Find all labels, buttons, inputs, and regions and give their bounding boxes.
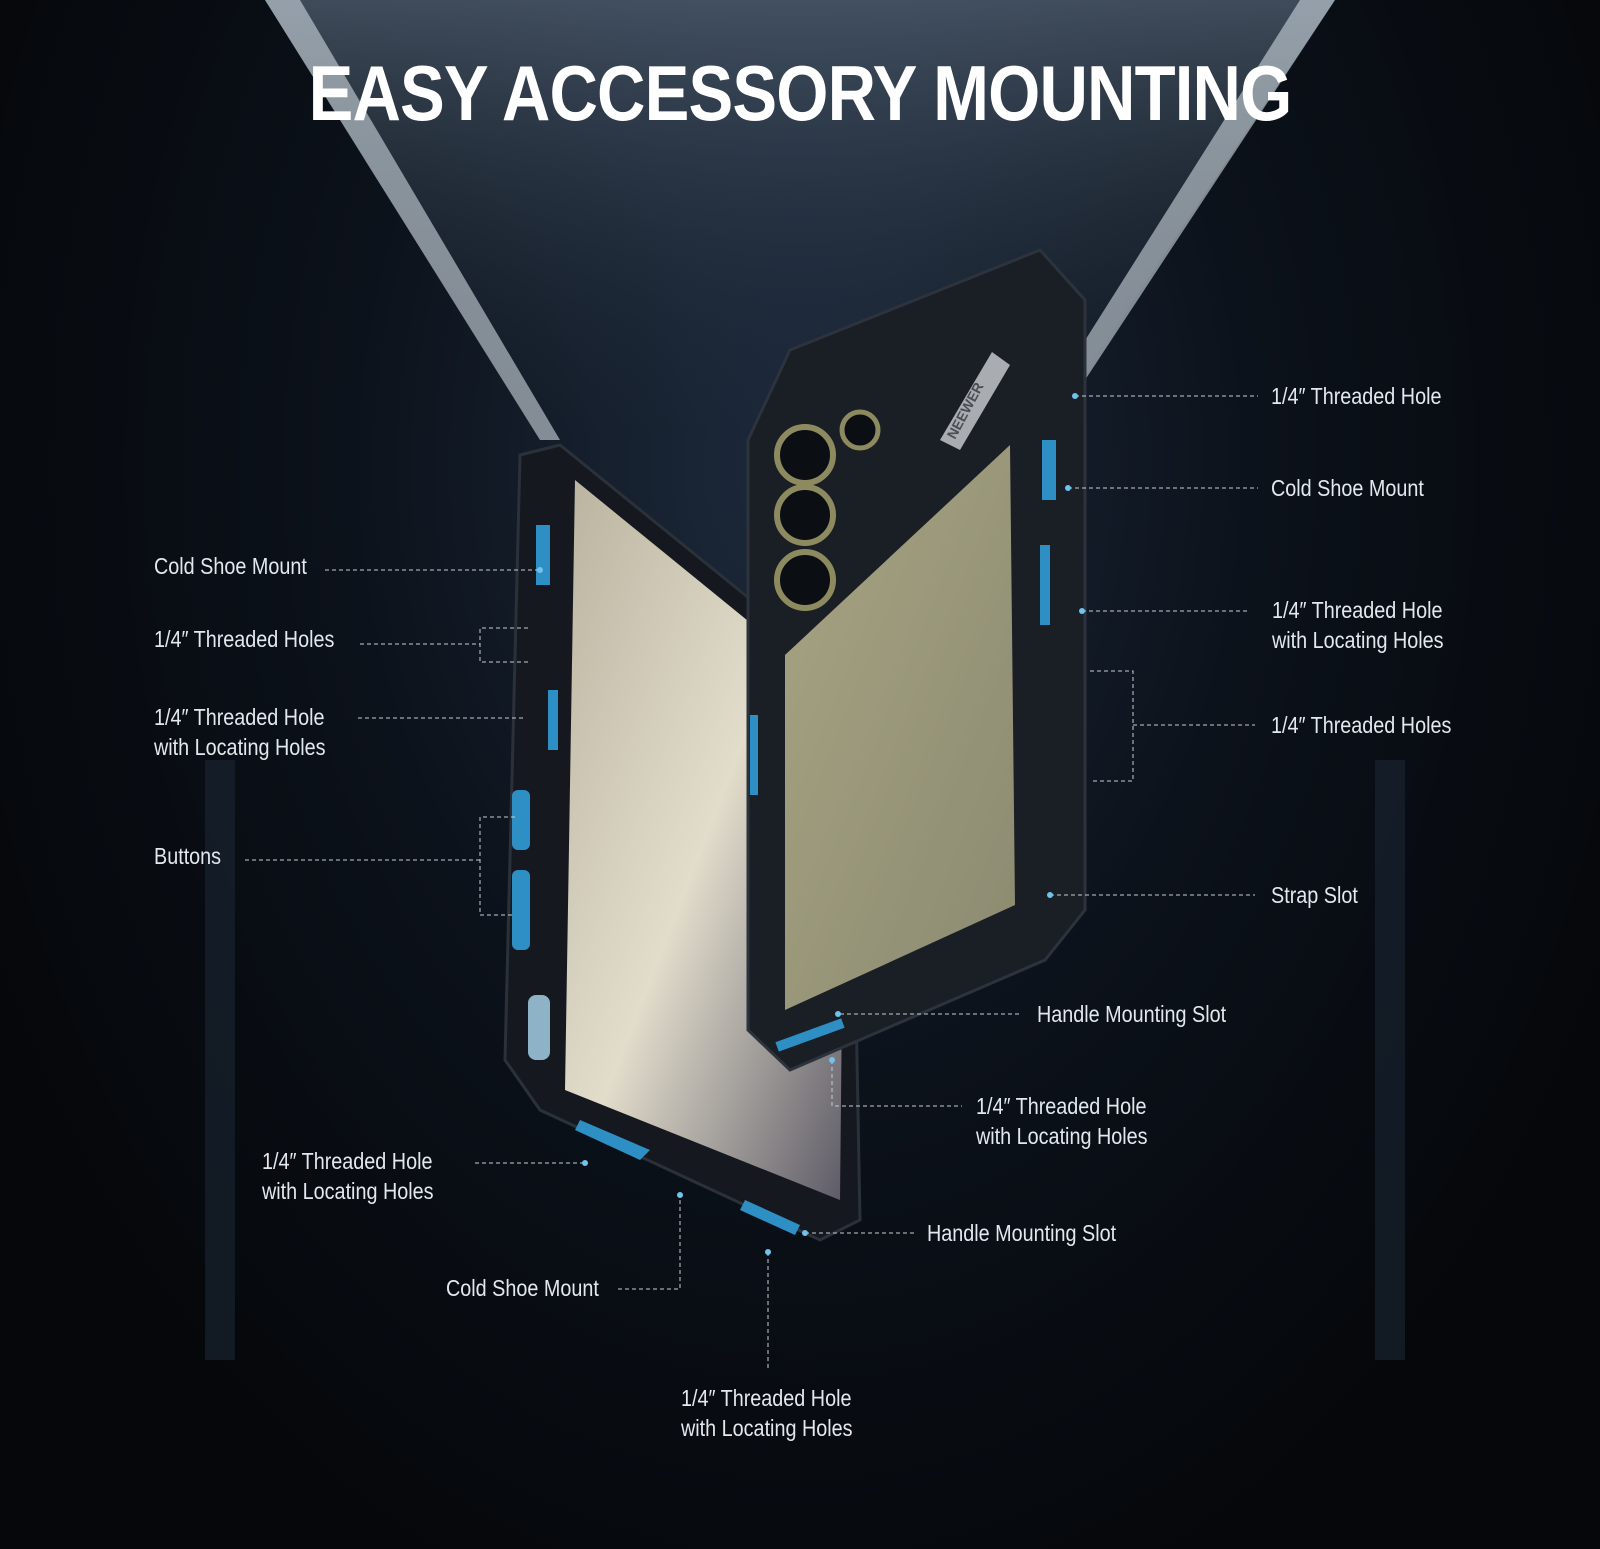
callout-text: with Locating Holes (154, 734, 326, 760)
callout-text: Cold Shoe Mount (154, 553, 307, 579)
callout-text: 1/4″ Threaded Hole (262, 1148, 433, 1174)
callout-threaded-locating-left: 1/4″ Threaded Hole with Locating Holes (154, 702, 326, 762)
back-phone-cage: NEEWER (746, 248, 1087, 1072)
callout-handle-slot-2: Handle Mounting Slot (927, 1218, 1116, 1248)
callout-text: Handle Mounting Slot (1037, 1001, 1227, 1027)
callout-text: 1/4″ Threaded Holes (154, 626, 335, 652)
callout-threaded-locating-bottom: 1/4″ Threaded Hole with Locating Holes (681, 1383, 853, 1443)
callout-text: with Locating Holes (1272, 627, 1444, 653)
callout-text: with Locating Holes (681, 1415, 853, 1441)
callout-threaded-hole-top: 1/4″ Threaded Hole (1271, 381, 1441, 411)
callout-text: 1/4″ Threaded Hole (1271, 383, 1442, 409)
callout-text: Buttons (154, 843, 222, 869)
callout-strap-slot: Strap Slot (1271, 880, 1358, 910)
callout-text: 1/4″ Threaded Hole (1272, 597, 1443, 623)
callout-text: Handle Mounting Slot (927, 1220, 1117, 1246)
callout-leader-lines (245, 395, 1258, 1370)
callout-text: 1/4″ Threaded Hole (681, 1385, 852, 1411)
callout-text: Cold Shoe Mount (446, 1275, 599, 1301)
callout-threaded-holes-left: 1/4″ Threaded Holes (154, 624, 334, 654)
callout-text: 1/4″ Threaded Hole (976, 1093, 1147, 1119)
callout-text: 1/4″ Threaded Holes (1271, 712, 1452, 738)
callout-cold-shoe-right: Cold Shoe Mount (1271, 473, 1424, 503)
callout-text: 1/4″ Threaded Hole (154, 704, 325, 730)
callout-text: Cold Shoe Mount (1271, 475, 1424, 501)
neewer-logo-plate (940, 352, 1010, 450)
callout-buttons: Buttons (154, 841, 221, 871)
callout-cold-shoe-bottom: Cold Shoe Mount (446, 1273, 599, 1303)
callout-dots (537, 393, 1085, 1255)
callout-text: Strap Slot (1271, 882, 1358, 908)
callout-text: with Locating Holes (262, 1178, 434, 1204)
callout-threaded-locating-bottom-right: 1/4″ Threaded Hole with Locating Holes (976, 1091, 1148, 1151)
callout-text: with Locating Holes (976, 1123, 1148, 1149)
callout-threaded-locating-right: 1/4″ Threaded Hole with Locating Holes (1272, 595, 1444, 655)
callout-threaded-holes-right: 1/4″ Threaded Holes (1271, 710, 1451, 740)
page-title: EASY ACCESSORY MOUNTING (308, 49, 1293, 137)
callout-cold-shoe-left: Cold Shoe Mount (154, 551, 307, 581)
callout-handle-slot-1: Handle Mounting Slot (1037, 999, 1226, 1029)
callout-threaded-locating-bottom-left: 1/4″ Threaded Hole with Locating Holes (262, 1146, 434, 1206)
